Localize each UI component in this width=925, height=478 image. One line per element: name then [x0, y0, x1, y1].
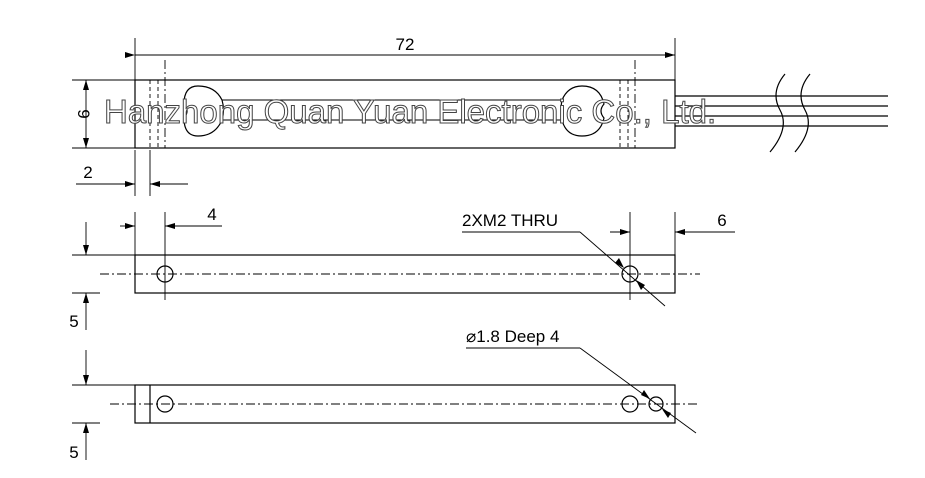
dim-center-offset-middle: 5	[69, 222, 100, 331]
note-thru-holes: 2XM2 THRU	[462, 211, 666, 307]
middle-view	[72, 212, 700, 300]
dim-center-offset-bottom: 5	[69, 350, 100, 462]
dim-edge-offset: 2	[76, 150, 188, 196]
dim-hole-offset-left-label: 4	[207, 205, 216, 224]
dim-height: 9	[74, 80, 93, 148]
hole-bottom-left	[156, 395, 174, 413]
dim-center-offset-bottom-label: 5	[69, 443, 78, 462]
note-blind-hole: ⌀1.8 Deep 4	[466, 327, 697, 434]
thru-hole-right	[621, 265, 639, 283]
dim-overall-length-label: 72	[396, 35, 415, 54]
dim-height-label: 9	[74, 109, 93, 118]
dim-hole-offset-right-label: 6	[717, 211, 726, 230]
top-view-body	[134, 79, 676, 149]
dim-hole-offset-right: 6	[610, 211, 735, 235]
bottom-view	[72, 384, 700, 424]
dim-overall-length: 72	[125, 35, 675, 58]
note-blind-hole-label: ⌀1.8 Deep 4	[466, 327, 559, 346]
blind-hole	[648, 396, 664, 412]
note-thru-holes-label: 2XM2 THRU	[462, 211, 558, 230]
watermark: Hanzhong Quan Yuan Electronic Co., Ltd.	[104, 93, 716, 130]
thru-hole-left	[156, 265, 174, 283]
dim-edge-offset-label: 2	[83, 163, 92, 182]
hole-bottom-right	[621, 395, 639, 413]
dim-hole-offset-left: 4	[120, 205, 222, 229]
dim-center-offset-middle-label: 5	[69, 312, 78, 331]
top-view	[72, 38, 888, 153]
